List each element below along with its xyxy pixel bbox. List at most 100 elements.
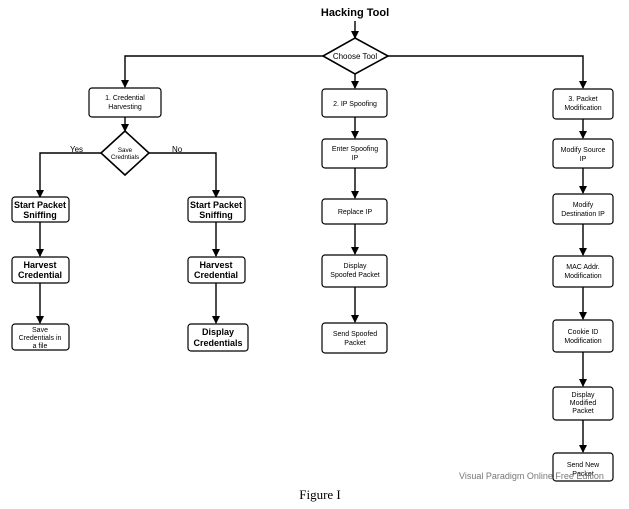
yes-harvest-credential-box: Harvest Credential xyxy=(11,256,70,284)
yes-start-sniffing-line2: Sniffing xyxy=(23,210,57,220)
svg-text:Credentials in: Credentials in xyxy=(19,335,62,342)
no-start-sniffing-line1: Start Packet xyxy=(190,200,242,210)
mac-addr-modification-box: MAC Addr. Modification xyxy=(552,255,614,288)
svg-text:Enter Spoofing: Enter Spoofing xyxy=(332,146,378,153)
svg-text:Choose Tool: Choose Tool xyxy=(333,52,378,61)
enter-spoofing-line1: Enter Spoofing xyxy=(332,146,378,153)
svg-text:Modify: Modify xyxy=(573,202,594,209)
svg-text:Credential: Credential xyxy=(194,270,238,280)
cookie-id-line1: Cookie ID xyxy=(568,329,599,336)
svg-text:Start Packet: Start Packet xyxy=(190,200,242,210)
cookie-id-line2: Modification xyxy=(564,338,601,345)
save-credentials-line2: Credntials xyxy=(111,154,139,161)
enter-spoofing-ip-box: Enter Spoofing IP xyxy=(321,138,388,169)
display-credentials-box: Display Credentials xyxy=(187,323,249,352)
svg-text:2. IP Spoofing: 2. IP Spoofing xyxy=(333,101,377,108)
svg-text:Modified: Modified xyxy=(570,400,597,407)
mac-addr-line1: MAC Addr. xyxy=(566,264,600,271)
svg-text:Packet: Packet xyxy=(572,471,593,478)
svg-text:Modification: Modification xyxy=(564,105,601,112)
packet-modification-line1: 3. Packet xyxy=(568,96,597,103)
ip-spoofing-box: 2. IP Spoofing xyxy=(321,88,388,118)
modify-source-line1: Modify Source xyxy=(561,147,606,154)
svg-text:1. Credential: 1. Credential xyxy=(105,95,145,102)
svg-text:Credntials: Credntials xyxy=(111,154,139,161)
svg-text:Sniffing: Sniffing xyxy=(199,210,233,220)
svg-text:Modification: Modification xyxy=(564,338,601,345)
svg-text:Save: Save xyxy=(118,147,133,154)
svg-text:Display: Display xyxy=(202,327,234,337)
yes-harvest-line2: Credential xyxy=(18,270,62,280)
no-label: No xyxy=(172,145,183,154)
replace-ip-text: Replace IP xyxy=(338,209,373,216)
save-credentials-file-box: Save Credentials in a file xyxy=(11,323,70,351)
svg-text:Display: Display xyxy=(572,392,595,399)
mac-addr-line2: Modification xyxy=(564,273,601,280)
modify-source-line2: IP xyxy=(580,156,587,163)
svg-text:Cookie ID: Cookie ID xyxy=(568,329,599,336)
svg-text:Send Spoofed: Send Spoofed xyxy=(333,331,377,338)
choose-tool-text: Choose Tool xyxy=(333,52,378,61)
svg-text:Harvesting: Harvesting xyxy=(108,104,142,111)
yes-start-sniffing-line1: Start Packet xyxy=(14,200,66,210)
svg-text:a file: a file xyxy=(33,343,48,350)
svg-text:Harvest: Harvest xyxy=(23,260,56,270)
display-modified-line2: Modified xyxy=(570,400,597,407)
modify-destination-line1: Modify xyxy=(573,202,594,209)
send-new-line1: Send New xyxy=(567,462,600,469)
display-spoofed-line2: Spoofed Packet xyxy=(330,272,379,279)
send-new-packet-box: Send New Packet xyxy=(552,452,614,482)
svg-text:Modify Source: Modify Source xyxy=(561,147,606,154)
svg-text:Credential: Credential xyxy=(18,270,62,280)
display-modified-packet-box: Display Modified Packet xyxy=(552,386,614,421)
save-file-line1: Save xyxy=(32,327,48,334)
packet-modification-box: 3. Packet Modification xyxy=(552,88,614,120)
send-spoofed-line1: Send Spoofed xyxy=(333,331,377,338)
enter-spoofing-line2: IP xyxy=(352,155,359,162)
svg-text:Destination IP: Destination IP xyxy=(561,211,605,218)
no-harvest-line2: Credential xyxy=(194,270,238,280)
display-credentials-line2: Credentials xyxy=(193,338,242,348)
packet-modification-line2: Modification xyxy=(564,105,601,112)
svg-text:Harvest: Harvest xyxy=(199,260,232,270)
modify-source-ip-box: Modify Source IP xyxy=(552,138,614,169)
figure-caption: Figure I xyxy=(299,487,341,502)
choose-tool-decision: Choose Tool xyxy=(321,37,390,75)
svg-text:Modification: Modification xyxy=(564,273,601,280)
svg-text:Spoofed Packet: Spoofed Packet xyxy=(330,272,379,279)
credential-harvesting-line1: 1. Credential xyxy=(105,95,145,102)
svg-text:MAC Addr.: MAC Addr. xyxy=(566,264,600,271)
svg-text:Credentials: Credentials xyxy=(193,338,242,348)
yes-start-sniffing-box: Start Packet Sniffing xyxy=(11,196,70,223)
svg-text:Replace IP: Replace IP xyxy=(338,209,373,216)
diagram-title: Hacking Tool xyxy=(321,7,389,19)
svg-text:Packet: Packet xyxy=(344,340,365,347)
no-start-sniffing-box: Start Packet Sniffing xyxy=(187,196,246,223)
ip-spoofing-text: 2. IP Spoofing xyxy=(333,101,377,108)
modify-destination-ip-box: Modify Destination IP xyxy=(552,193,614,225)
display-spoofed-packet-box: Display Spoofed Packet xyxy=(321,254,388,288)
svg-text:Send New: Send New xyxy=(567,462,600,469)
svg-text:Start Packet: Start Packet xyxy=(14,200,66,210)
yes-harvest-line1: Harvest xyxy=(23,260,56,270)
credential-harvesting-box: 1. Credential Harvesting xyxy=(88,87,162,118)
save-credentials-line1: Save xyxy=(118,147,133,154)
display-modified-line1: Display xyxy=(572,392,595,399)
svg-text:Display: Display xyxy=(344,263,367,270)
connectors xyxy=(36,21,587,453)
replace-ip-box: Replace IP xyxy=(321,198,388,225)
svg-text:IP: IP xyxy=(352,155,359,162)
save-file-line2: Credentials in xyxy=(19,335,62,342)
save-credentials-decision: Save Credntials xyxy=(99,129,151,177)
svg-text:Sniffing: Sniffing xyxy=(23,210,57,220)
svg-text:3. Packet: 3. Packet xyxy=(568,96,597,103)
no-start-sniffing-line2: Sniffing xyxy=(199,210,233,220)
no-harvest-line1: Harvest xyxy=(199,260,232,270)
cookie-id-modification-box: Cookie ID Modification xyxy=(552,319,614,353)
send-new-line2: Packet xyxy=(572,471,593,478)
display-credentials-line1: Display xyxy=(202,327,234,337)
modify-destination-line2: Destination IP xyxy=(561,211,605,218)
svg-text:Packet: Packet xyxy=(572,408,593,415)
display-modified-line3: Packet xyxy=(572,408,593,415)
